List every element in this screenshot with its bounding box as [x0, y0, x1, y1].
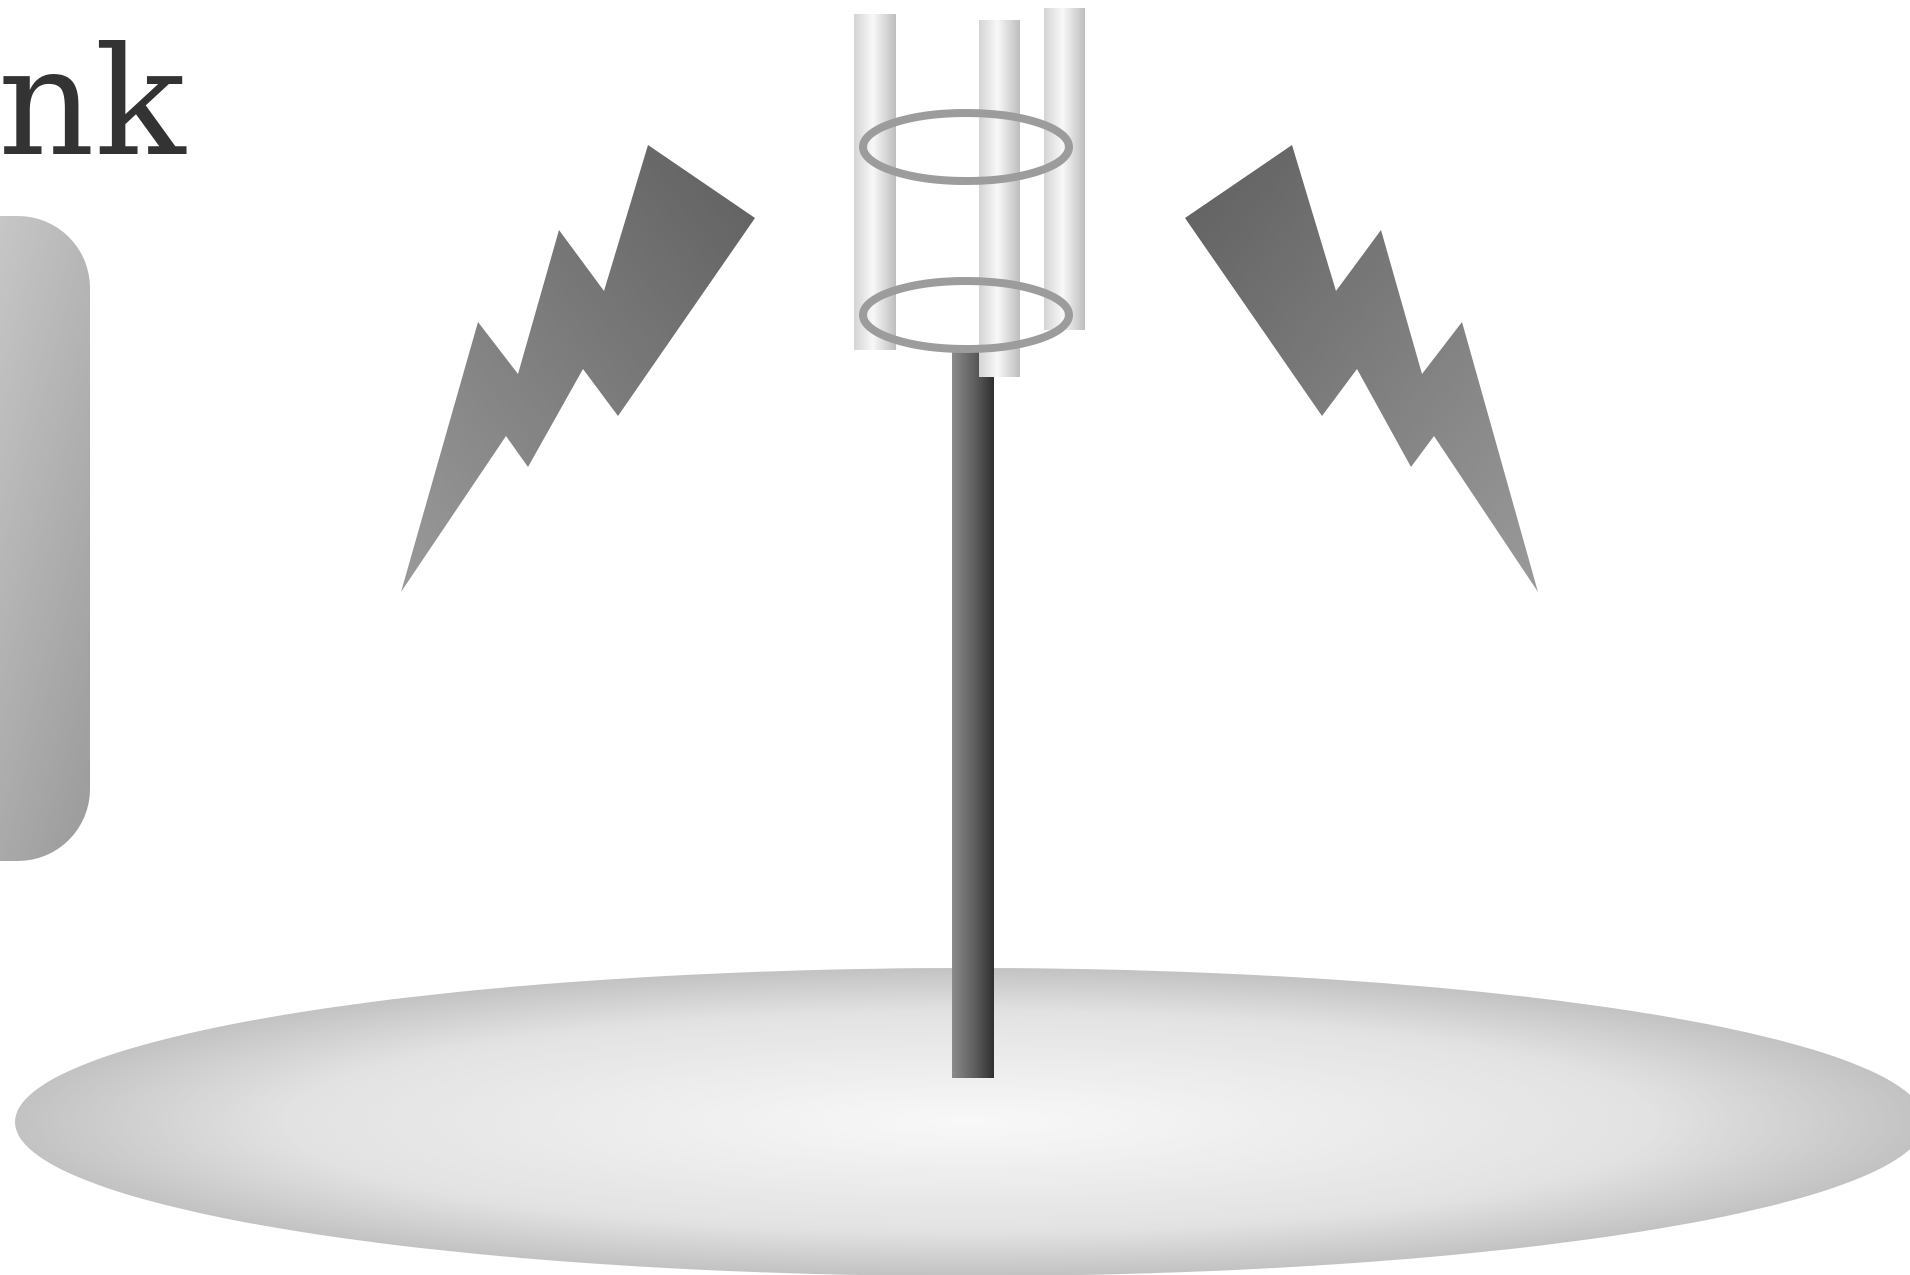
right-signal-bolt-icon [1185, 145, 1538, 592]
left-signal-bolt-icon [401, 145, 755, 592]
cropped-gray-panel [0, 216, 90, 861]
tower-mast [952, 345, 994, 1078]
antenna-panel-center [979, 20, 1020, 377]
tower-antenna-assembly [854, 8, 1085, 377]
